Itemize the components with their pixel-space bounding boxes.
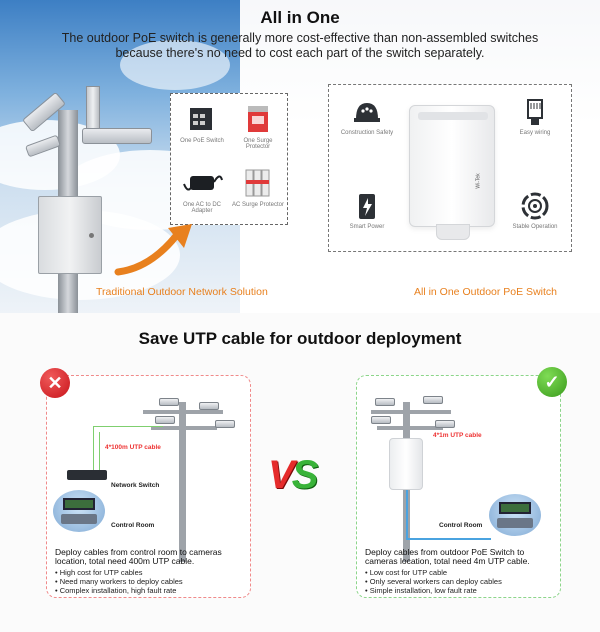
control-room-label: Control Room	[439, 522, 483, 529]
traditional-caption: Traditional Outdoor Network Solution	[96, 286, 268, 298]
network-switch-label: Network Switch	[111, 482, 160, 489]
stability-gear-icon	[520, 191, 550, 221]
camera-icon	[375, 398, 395, 406]
hard-hat-icon	[352, 97, 382, 127]
ac-surge-protector-icon	[236, 166, 280, 198]
camera-icon	[155, 416, 175, 424]
battery-bolt-icon	[352, 191, 382, 221]
surge-protector-icon	[236, 102, 280, 134]
all-in-one-box: Construction Safety Easy wiring Smart Po…	[328, 84, 572, 252]
page-subtitle: The outdoor PoE switch is generally more…	[61, 31, 539, 60]
camera-icon	[199, 402, 219, 410]
page-title: All in One	[260, 8, 340, 27]
camera-icon	[159, 398, 179, 406]
outdoor-poe-switch-device: Wi-Tek	[409, 105, 495, 240]
poe-switch-icon	[180, 102, 224, 134]
component-ac-surge-protector: AC Surge Protector	[231, 166, 285, 208]
component-ac-dc-adapter: One AC to DC Adapter	[175, 166, 229, 214]
all-in-one-description: Deploy cables from outdoor PoE Switch to…	[365, 547, 530, 566]
control-room-label: Control Room	[111, 522, 155, 529]
feature-stable-operation: Stable Operation	[505, 191, 565, 230]
network-switch-icon	[67, 470, 107, 480]
all-in-one-caption: All in One Outdoor PoE Switch	[414, 286, 557, 298]
camera-icon	[423, 396, 443, 404]
all-in-one-deployment-panel: 4*1m UTP cable Control Room Deploy cable…	[356, 375, 561, 598]
traditional-deployment-panel: 4*100m UTP cable Network Switch Control …	[46, 375, 251, 598]
camera-icon	[371, 416, 391, 424]
control-room-icon	[53, 490, 105, 532]
feature-easy-wiring: Easy wiring	[505, 97, 565, 136]
cross-icon: ✕	[40, 368, 70, 398]
outdoor-poe-switch-icon	[389, 438, 423, 490]
feature-smart-power: Smart Power	[337, 191, 397, 230]
control-room-icon	[489, 494, 541, 536]
ac-dc-adapter-icon	[180, 166, 224, 198]
brand-logo: Wi-Tek	[475, 173, 482, 189]
comparison-title: Save UTP cable for outdoor deployment	[138, 329, 462, 348]
traditional-components-box: One PoE Switch One Surge Protector One A…	[170, 93, 288, 225]
orange-arrow-icon	[114, 224, 192, 276]
camera-icon	[215, 420, 235, 428]
cable-length-label: 4*100m UTP cable	[105, 444, 161, 451]
component-surge-protector: One Surge Protector	[231, 102, 285, 150]
all-in-one-points: • Low cost for UTP cable • Only several …	[365, 568, 502, 595]
all-in-one-section: All in One The outdoor PoE switch is gen…	[0, 0, 600, 313]
check-icon: ✓	[537, 367, 567, 397]
versus-label: VS	[268, 453, 318, 497]
rj45-connector-icon	[520, 97, 550, 127]
traditional-description: Deploy cables from control room to camer…	[55, 547, 222, 566]
control-cabinet	[38, 196, 102, 274]
cable-comparison-section: Save UTP cable for outdoor deployment 4*…	[0, 313, 600, 632]
camera-icon	[435, 420, 455, 428]
component-poe-switch: One PoE Switch	[175, 102, 229, 144]
traditional-points: • High cost for UTP cables • Need many w…	[55, 568, 183, 595]
feature-construction-safety: Construction Safety	[337, 97, 397, 136]
cable-length-label: 4*1m UTP cable	[433, 432, 482, 439]
